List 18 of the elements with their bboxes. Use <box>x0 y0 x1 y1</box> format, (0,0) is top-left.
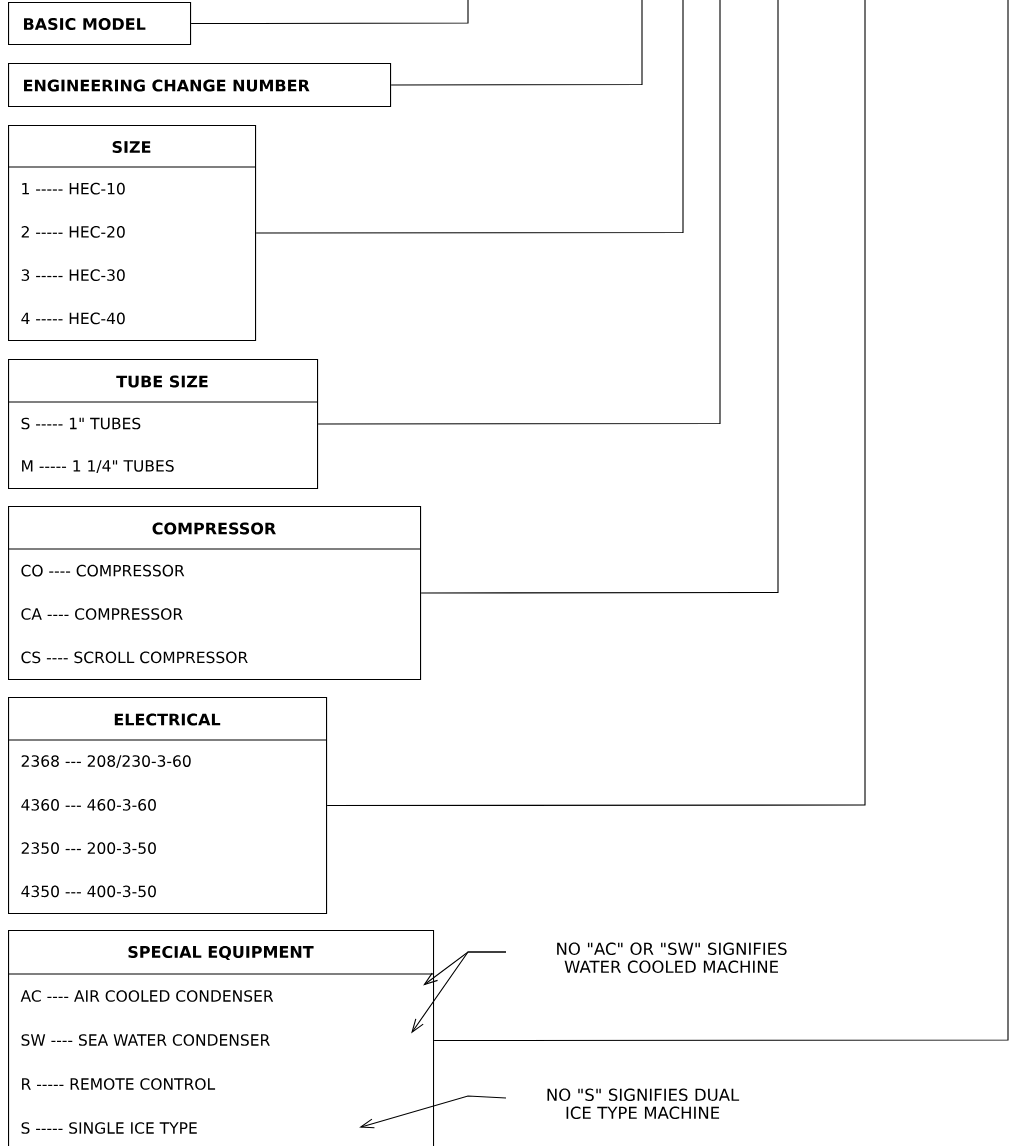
connector-line <box>326 0 866 807</box>
code-table: COMPRESSOR CO ---- COMPRESSOR CA ---- COMPRESSOR CS ---- SCROLL COMPRESSOR <box>7 506 422 681</box>
label-box: ENGINEERING CHANGE NUMBER <box>8 63 392 108</box>
leader-line <box>359 1095 507 1129</box>
leader-line <box>411 951 507 1034</box>
note: NO "AC" OR "SW" SIGNIFIES WATER COOLED MACHINE <box>557 942 787 974</box>
connector-line <box>390 0 643 86</box>
note: NO "S" SIGNIFIES DUAL ICE TYPE MACHINE <box>547 1088 740 1120</box>
code-table: ELECTRICAL 2368 --- 208/230-3-60 4360 --- 460-3-60 2350 --- 200-3-50 4350 --- 400-3-50 <box>7 697 328 915</box>
code-table: TUBE SIZE S ----- 1" TUBES M ----- 1 1/4" TUBES <box>7 359 319 490</box>
code-table: SPECIAL EQUIPMENT AC ---- AIR COOLED CONDENSER SW ---- SEA WATER CONDENSER R ----- REMOTE CONTROL S ----- SINGLE ICE TYPE <box>7 930 435 1146</box>
connector-line <box>190 0 469 25</box>
code-table: SIZE 1 ----- HEC-10 2 ----- HEC-20 3 ----- HEC-30 4 ----- HEC-40 <box>7 125 257 342</box>
connector-line <box>420 0 779 594</box>
label-box: BASIC MODEL <box>8 2 192 46</box>
connector-line <box>255 0 684 234</box>
connector-line <box>317 0 721 425</box>
connector-line <box>433 0 1009 1042</box>
